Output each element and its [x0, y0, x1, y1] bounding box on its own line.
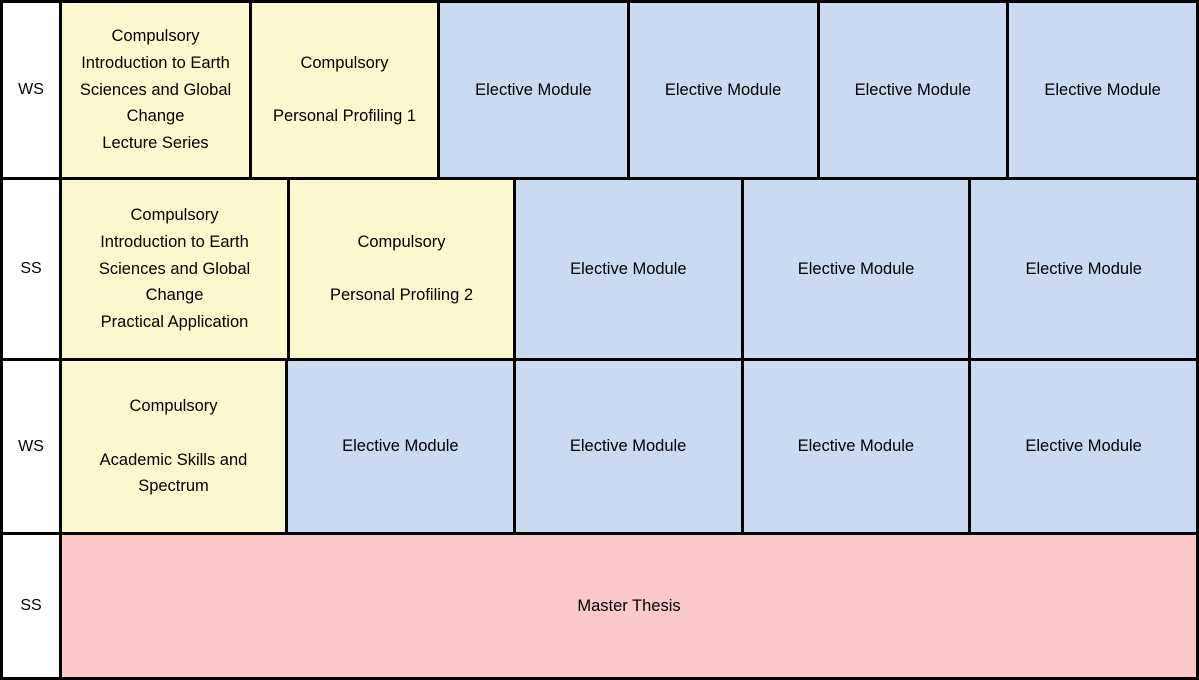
module-cell-compulsory-lecture-series[interactable]: Compulsory Introduction to Earth Science…	[62, 3, 252, 177]
module-cell-elective-3-4[interactable]: Elective Module	[971, 361, 1196, 532]
module-cell-elective-1-3[interactable]: Elective Module	[819, 3, 1010, 177]
module-cell-elective-2-2[interactable]: Elective Module	[743, 180, 972, 358]
term-label-ws-2: WS	[3, 361, 62, 532]
module-cell-compulsory-practical-application[interactable]: Compulsory Introduction to Earth Science…	[62, 180, 290, 358]
term-label-ss-1: SS	[3, 180, 62, 358]
module-cell-elective-1-1[interactable]: Elective Module	[440, 3, 630, 177]
module-cell-elective-3-2[interactable]: Elective Module	[515, 361, 744, 532]
table-row-semester-3: WS Compulsory Academic Skills and Spectr…	[3, 361, 1196, 535]
module-cell-compulsory-academic-skills-and-spectrum[interactable]: Compulsory Academic Skills and Spectrum	[62, 361, 288, 532]
table-row-semester-4: SS Master Thesis	[3, 535, 1196, 677]
module-cell-elective-1-4[interactable]: Elective Module	[1009, 3, 1196, 177]
module-cell-master-thesis[interactable]: Master Thesis	[62, 535, 1196, 677]
module-cell-compulsory-personal-profiling-1[interactable]: Compulsory Personal Profiling 1	[252, 3, 440, 177]
module-cell-elective-3-1[interactable]: Elective Module	[288, 361, 516, 532]
term-label-ss-2: SS	[3, 535, 62, 677]
module-cell-elective-2-1[interactable]: Elective Module	[516, 180, 744, 358]
module-cell-elective-1-2[interactable]: Elective Module	[629, 3, 820, 177]
table-row-semester-2: SS Compulsory Introduction to Earth Scie…	[3, 180, 1197, 361]
table-row-semester-1: WS Compulsory Introduction to Earth Scie…	[3, 3, 1196, 180]
term-label-ws-1: WS	[3, 3, 62, 177]
module-cell-elective-3-3[interactable]: Elective Module	[743, 361, 972, 532]
module-cell-elective-2-3[interactable]: Elective Module	[971, 180, 1197, 358]
module-cell-compulsory-personal-profiling-2[interactable]: Compulsory Personal Profiling 2	[290, 180, 516, 358]
